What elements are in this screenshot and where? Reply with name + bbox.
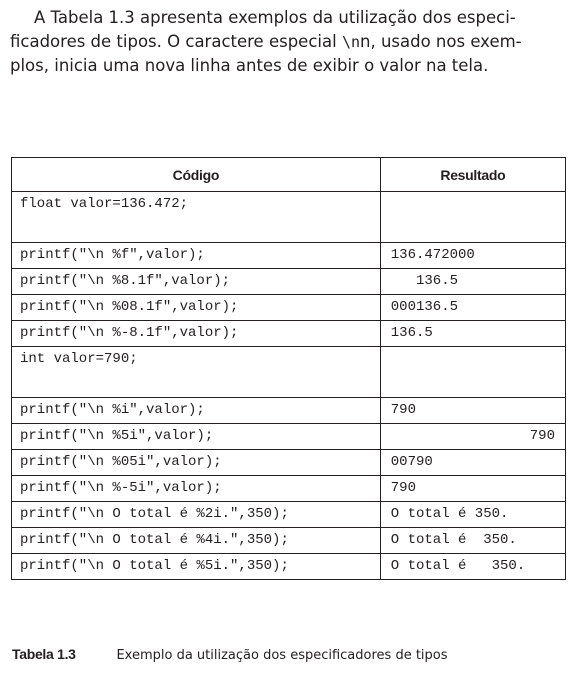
code-line: printf("\n %-8.1f",valor); bbox=[20, 325, 239, 341]
code-line: printf("\n %i",valor); bbox=[12, 398, 380, 424]
intro-line-2-rest: n, usado nos exem- bbox=[360, 32, 522, 51]
result-line: 136.472000 bbox=[380, 243, 565, 269]
intro-line-2: ficadores de tipos. O caractere especial… bbox=[10, 30, 566, 54]
table-group-int: int valor=790; printf("\n %i",valor); pr… bbox=[11, 346, 567, 502]
result-line: 790 bbox=[380, 398, 565, 424]
result-line bbox=[380, 372, 565, 398]
code-line: printf("\n %8.1f",valor); bbox=[12, 269, 380, 295]
code-line: float valor=136.472; bbox=[20, 196, 189, 212]
header-result: Resultado bbox=[379, 157, 567, 192]
result-line: 000136.5 bbox=[380, 295, 565, 321]
result-line: 136.5 bbox=[380, 269, 565, 295]
result-line: 790 bbox=[380, 424, 565, 450]
format-specifier-table: Código Resultado float valor=136.472; pr… bbox=[11, 157, 567, 580]
table-caption: Tabela 1.3 Exemplo da utilização dos esp… bbox=[12, 646, 448, 663]
intro-paragraph: A Tabela 1.3 apresenta exemplos da utili… bbox=[10, 6, 566, 78]
code-line: printf("\n O total é %5i.",350); bbox=[20, 558, 289, 574]
code-line: printf("\n %-5i",valor); bbox=[20, 480, 222, 496]
code-line bbox=[12, 217, 380, 243]
result-line bbox=[381, 347, 565, 372]
intro-line-1: A Tabela 1.3 apresenta exemplos da utili… bbox=[34, 8, 516, 27]
caption-text: Exemplo da utilização dos especificadore… bbox=[116, 648, 448, 663]
result-line: 00790 bbox=[380, 450, 565, 476]
code-line: printf("\n %f",valor); bbox=[12, 243, 380, 269]
result-cell: 790 790 00790 790 bbox=[379, 346, 567, 502]
result-line: 136.5 bbox=[390, 325, 433, 341]
code-line bbox=[12, 372, 380, 398]
code-line: int valor=790; bbox=[20, 351, 138, 367]
table-header-row: Código Resultado bbox=[11, 157, 567, 192]
result-line bbox=[380, 217, 565, 243]
code-line: printf("\n O total é %4i.",350); bbox=[12, 528, 380, 554]
intro-line-3: plos, inicia uma nova linha antes de exi… bbox=[10, 56, 489, 75]
result-line: O total é 350. bbox=[380, 502, 565, 528]
result-line: 790 bbox=[390, 480, 416, 496]
caption-label: Tabela 1.3 bbox=[12, 646, 76, 662]
header-code: Código bbox=[11, 157, 381, 192]
result-cell: 136.472000 136.5 000136.5 136.5 bbox=[379, 191, 567, 347]
intro-line-2-text: ficadores de tipos. O caractere especial bbox=[10, 32, 342, 51]
newline-escape: \n bbox=[341, 33, 360, 51]
code-line: printf("\n %05i",valor); bbox=[12, 450, 380, 476]
code-line: printf("\n O total é %2i.",350); bbox=[12, 502, 380, 528]
result-line: O total é 350. bbox=[390, 558, 526, 574]
result-cell: O total é 350. O total é 350. O total é … bbox=[379, 501, 567, 580]
code-line: printf("\n %5i",valor); bbox=[12, 424, 380, 450]
code-cell: printf("\n O total é %2i.",350); printf(… bbox=[11, 501, 381, 580]
code-cell: float valor=136.472; printf("\n %f",valo… bbox=[11, 191, 381, 347]
result-line: O total é 350. bbox=[380, 528, 565, 554]
table-group-total: printf("\n O total é %2i.",350); printf(… bbox=[11, 501, 567, 580]
code-line: printf("\n %08.1f",valor); bbox=[12, 295, 380, 321]
code-cell: int valor=790; printf("\n %i",valor); pr… bbox=[11, 346, 381, 502]
result-line bbox=[381, 192, 565, 217]
table-group-float: float valor=136.472; printf("\n %f",valo… bbox=[11, 191, 567, 347]
